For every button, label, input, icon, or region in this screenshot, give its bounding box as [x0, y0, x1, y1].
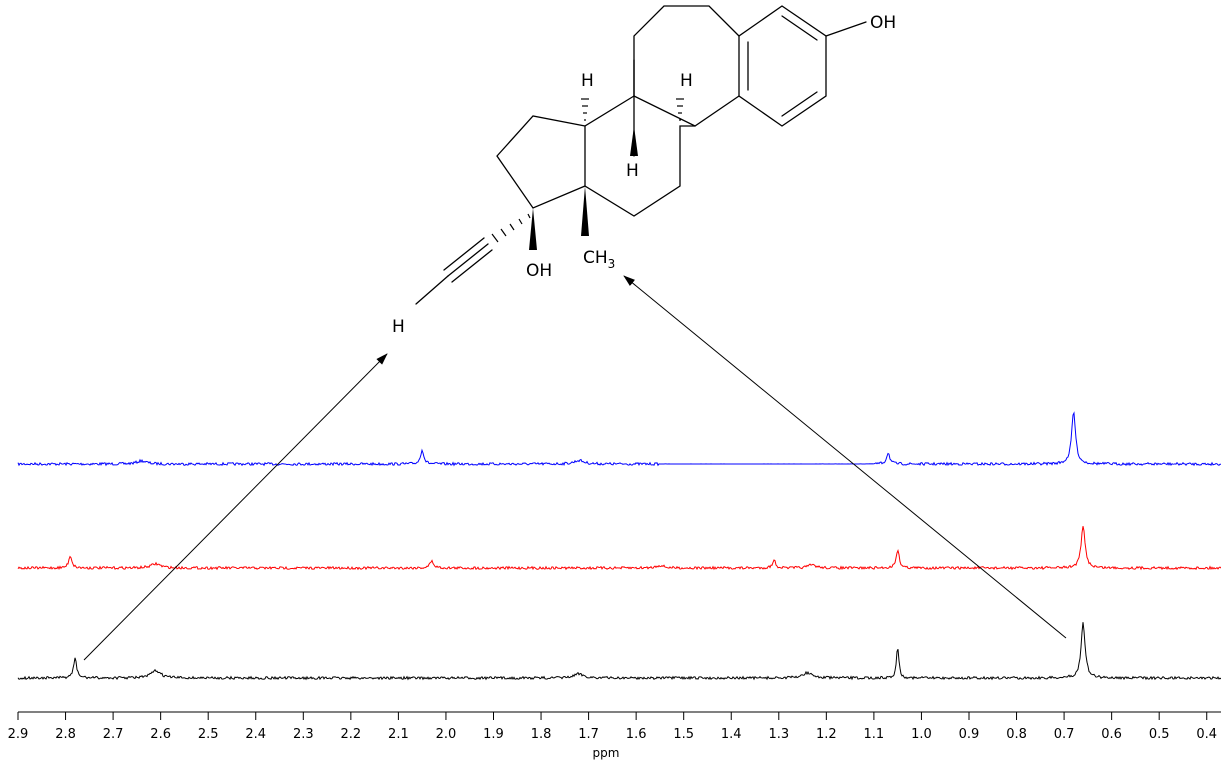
x-tick-label: 2.0 — [436, 727, 457, 742]
x-tick-label: 0.6 — [1101, 727, 1122, 742]
x-axis-label: ppm — [593, 746, 620, 760]
x-tick-label: 0.9 — [959, 727, 980, 742]
arrow-methyl — [623, 275, 1067, 639]
triple-bond-1 — [447, 243, 489, 277]
ring-d — [496, 115, 586, 209]
x-tick-label: 1.3 — [768, 727, 789, 742]
triple-bond-3 — [443, 237, 485, 271]
x-axis: 2.9 2.8 2.7 2.6 2.5 2.4 2.3 2.2 2.1 2.0 1.9 1.8 1.7 1… — [8, 711, 1221, 760]
x-tick-label: 1.9 — [483, 727, 504, 742]
arrow-alkyne-h — [83, 353, 388, 661]
triple-bond-2 — [451, 249, 493, 283]
x-tick-label: 2.7 — [103, 727, 124, 742]
x-tick-label: 2.6 — [150, 727, 171, 742]
x-ticks: 2.9 2.8 2.7 2.6 2.5 2.4 2.3 2.2 2.1 2.0 1.9 1.8 1.7 1… — [8, 712, 1217, 742]
ch3-label: CH3 — [583, 248, 615, 271]
h-upper-left-label: H — [581, 71, 594, 91]
ring-a-double-bond-2 — [781, 91, 818, 117]
spectra-traces — [17, 411, 1221, 681]
x-tick-label: 0.5 — [1149, 727, 1170, 742]
h-alkyne-label: H — [392, 317, 405, 337]
hash-h-upper-right — [676, 98, 684, 121]
x-tick-label: 0.8 — [1006, 727, 1027, 742]
wedge-h-lower — [630, 126, 638, 156]
h-lower-label: H — [626, 161, 639, 181]
x-tick-label: 2.8 — [55, 727, 76, 742]
ring-c — [584, 95, 696, 217]
x-tick-label: 2.2 — [341, 727, 362, 742]
x-tick-label: 1.0 — [911, 727, 932, 742]
x-tick-label: 1.4 — [721, 727, 742, 742]
x-tick-label: 1.7 — [578, 727, 599, 742]
hash-h-upper-left — [581, 98, 589, 121]
wedge-methyl — [581, 186, 589, 236]
x-tick-label: 0.7 — [1054, 727, 1075, 742]
x-tick-label: 1.6 — [626, 727, 647, 742]
spectrum-trace-2 — [17, 526, 1221, 571]
oh-phenol-label: OH — [870, 13, 896, 33]
x-tick-label: 2.4 — [245, 727, 266, 742]
molecule-structure: OH H H H CH3 OH — [392, 5, 896, 337]
spectrum-trace-3 — [17, 622, 1221, 681]
x-tick-label: 1.5 — [673, 727, 694, 742]
x-tick-label: 1.8 — [531, 727, 552, 742]
ring-b — [633, 5, 740, 127]
oh-17-label: OH — [526, 261, 552, 281]
ring-a-double-bond-1 — [781, 15, 818, 41]
phenol-bond — [825, 21, 867, 37]
wedge-oh-17 — [529, 208, 537, 250]
x-tick-label: 2.5 — [198, 727, 219, 742]
ring-a — [738, 5, 827, 127]
x-tick-label: 2.1 — [388, 727, 409, 742]
x-tick-label: 1.2 — [816, 727, 837, 742]
alkyne-h-bond — [415, 275, 449, 305]
hash-ethynyl — [491, 213, 531, 243]
annotation-arrows — [83, 275, 1067, 661]
x-tick-label: 0.4 — [1196, 727, 1217, 742]
x-tick-label: 2.9 — [8, 727, 29, 742]
x-tick-label: 2.3 — [293, 727, 314, 742]
x-tick-label: 1.1 — [864, 727, 885, 742]
spectrum-trace-1 — [17, 411, 1221, 467]
h-upper-right-label: H — [680, 71, 693, 91]
